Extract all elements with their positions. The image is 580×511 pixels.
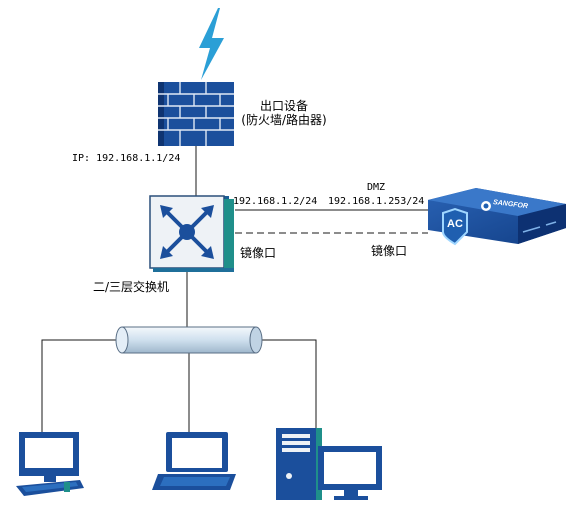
desktop-tower-icon	[276, 428, 382, 500]
firewall-label-line1: 出口设备	[259, 99, 308, 113]
firewall-label: 出口设备 (防火墙/路由器)	[234, 99, 334, 128]
firewall-ip: IP: 192.168.1.1/24	[72, 153, 181, 164]
switch-ip: 192.168.1.2/24	[233, 196, 318, 207]
firewall-label-line2: (防火墙/路由器)	[241, 113, 327, 128]
ac-ip: 192.168.1.253/24	[328, 196, 425, 207]
network-bus-icon	[115, 326, 263, 354]
bus-to-desktop2-link	[258, 339, 317, 428]
ac-badge-shield	[442, 207, 468, 246]
sangfor-logo-icon	[481, 201, 491, 211]
switch-label: 二/三层交换机	[93, 280, 170, 294]
bus-to-desktop1-link	[41, 339, 118, 432]
firewall-icon	[158, 82, 234, 146]
desktop-computer-icon	[16, 432, 84, 496]
ac-badge-text: AC	[447, 218, 463, 230]
ac-zone-label: DMZ	[367, 182, 386, 193]
laptop-icon	[152, 432, 236, 490]
ac-mirror-port-label: 镜像口	[371, 244, 408, 258]
connection-lines	[41, 146, 428, 432]
internet-lightning-icon	[199, 8, 224, 80]
switch-icon	[149, 195, 234, 272]
switch-mirror-port-label: 镜像口	[240, 246, 277, 260]
